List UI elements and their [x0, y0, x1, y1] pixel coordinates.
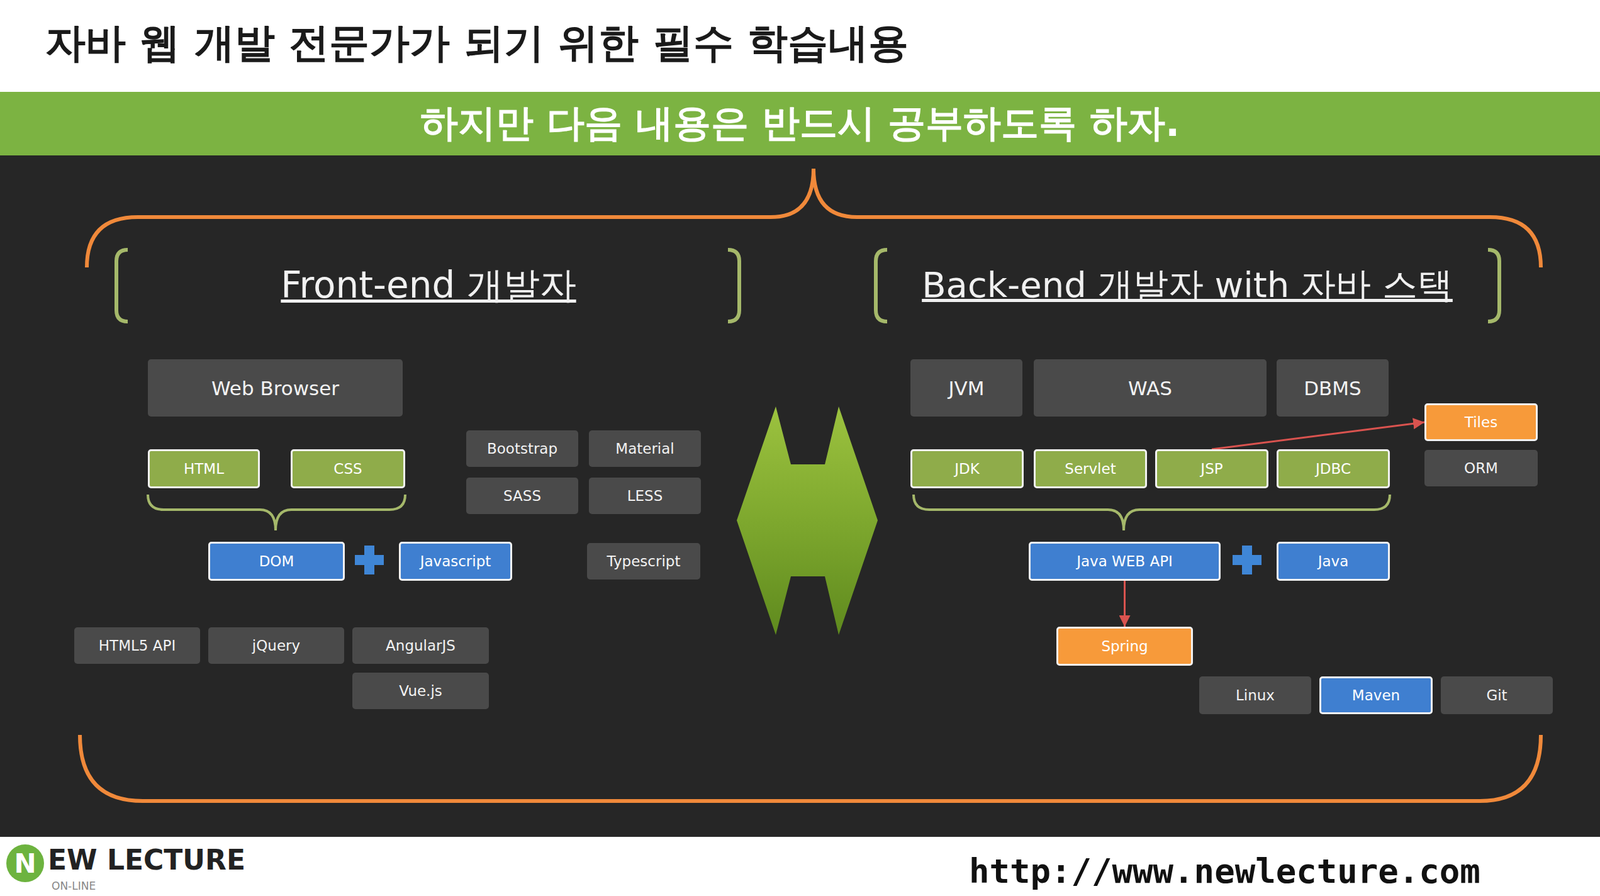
site-url: http://www.newlecture.com — [968, 851, 1481, 891]
blue-box: Maven — [1319, 676, 1433, 715]
dark-box: WAS — [1033, 359, 1267, 417]
box-text: Javascript — [420, 553, 492, 570]
arrow-connector — [1211, 422, 1425, 450]
green-box: HTML — [147, 449, 260, 489]
page-title: 자바 웹 개발 전문가가 되기 위한 필수 학습내용 — [45, 15, 909, 71]
box-text: Web Browser — [211, 376, 340, 400]
box-text: Vue.js — [398, 682, 443, 700]
box-text: Bootstrap — [486, 440, 558, 457]
green-box: JDBC — [1276, 449, 1390, 489]
box-text: JDBC — [1315, 460, 1351, 477]
dark-box: Vue.js — [352, 672, 489, 710]
box-text: Typescript — [607, 553, 681, 570]
logo-circle — [6, 844, 45, 883]
orange-brace-bottom — [79, 734, 1541, 801]
orange-brace-top — [86, 168, 1541, 268]
dark-box: AngularJS — [352, 627, 489, 664]
dark-box: JVM — [910, 359, 1023, 417]
green-box: JSP — [1155, 449, 1269, 489]
box-text: Servlet — [1064, 460, 1116, 477]
box-text: Maven — [1352, 687, 1400, 704]
box-text: ORM — [1464, 459, 1499, 477]
dark-box: HTML5 API — [74, 627, 201, 664]
dark-box: Web Browser — [147, 359, 403, 417]
blue-box: Javascript — [398, 541, 513, 581]
box-text: WAS — [1128, 376, 1173, 400]
box-text: DOM — [259, 553, 295, 570]
box-text: jQuery — [252, 637, 301, 654]
arrow-connector — [1123, 580, 1126, 627]
logo-text: ON-LINE — [51, 879, 96, 893]
box-text: SASS — [503, 487, 542, 504]
dark-box: Linux — [1199, 676, 1312, 715]
box-text: 하지만 다음 내용은 반드시 공부하도록 하자. — [420, 98, 1180, 150]
box-text: Linux — [1235, 687, 1275, 704]
dark-box: Bootstrap — [466, 430, 579, 467]
logo-text: N — [13, 848, 36, 879]
section-heading: Front-end 개발자 — [280, 261, 576, 311]
dark-box: Material — [588, 430, 701, 467]
link-shape — [736, 406, 878, 635]
blue-box: DOM — [208, 541, 345, 581]
heading-brackets — [116, 249, 1500, 322]
box-text: Java — [1318, 553, 1349, 570]
green-box: Servlet — [1033, 449, 1147, 489]
box-text: JVM — [948, 376, 985, 400]
orange-box: Tiles — [1424, 403, 1538, 442]
box-text: Material — [615, 440, 674, 457]
blue-box: Java — [1276, 541, 1390, 581]
dark-box: SASS — [466, 477, 579, 515]
box-text: Git — [1486, 687, 1507, 704]
blue-box: Java WEB API — [1028, 541, 1221, 581]
box-text: AngularJS — [385, 637, 456, 654]
box-text: CSS — [333, 460, 362, 477]
green-box: JDK — [910, 449, 1024, 489]
box-text: JDK — [954, 460, 980, 477]
dark-box: jQuery — [208, 627, 345, 664]
box-text: Tiles — [1464, 413, 1498, 431]
box-text: HTML — [183, 460, 224, 477]
box-text: Java WEB API — [1076, 553, 1173, 570]
dark-box: DBMS — [1276, 359, 1389, 417]
green-box: CSS — [290, 449, 406, 489]
orange-box: Spring — [1056, 626, 1193, 666]
box-text: Spring — [1101, 637, 1148, 655]
box-text: LESS — [627, 487, 664, 504]
box-text: JSP — [1200, 460, 1223, 477]
dark-box: Typescript — [587, 542, 701, 580]
banner-band: 하지만 다음 내용은 반드시 공부하도록 하자. — [0, 91, 1600, 156]
section-heading: Back-end 개발자 with 자바 스택 — [921, 261, 1453, 310]
box-text: DBMS — [1303, 376, 1362, 400]
dark-box: LESS — [588, 477, 701, 515]
dark-box: ORM — [1424, 449, 1538, 487]
dark-box: Git — [1440, 676, 1553, 715]
logo-text: EW LECTURE — [47, 843, 246, 876]
dark-panel — [0, 155, 1600, 837]
box-text: HTML5 API — [98, 637, 176, 654]
